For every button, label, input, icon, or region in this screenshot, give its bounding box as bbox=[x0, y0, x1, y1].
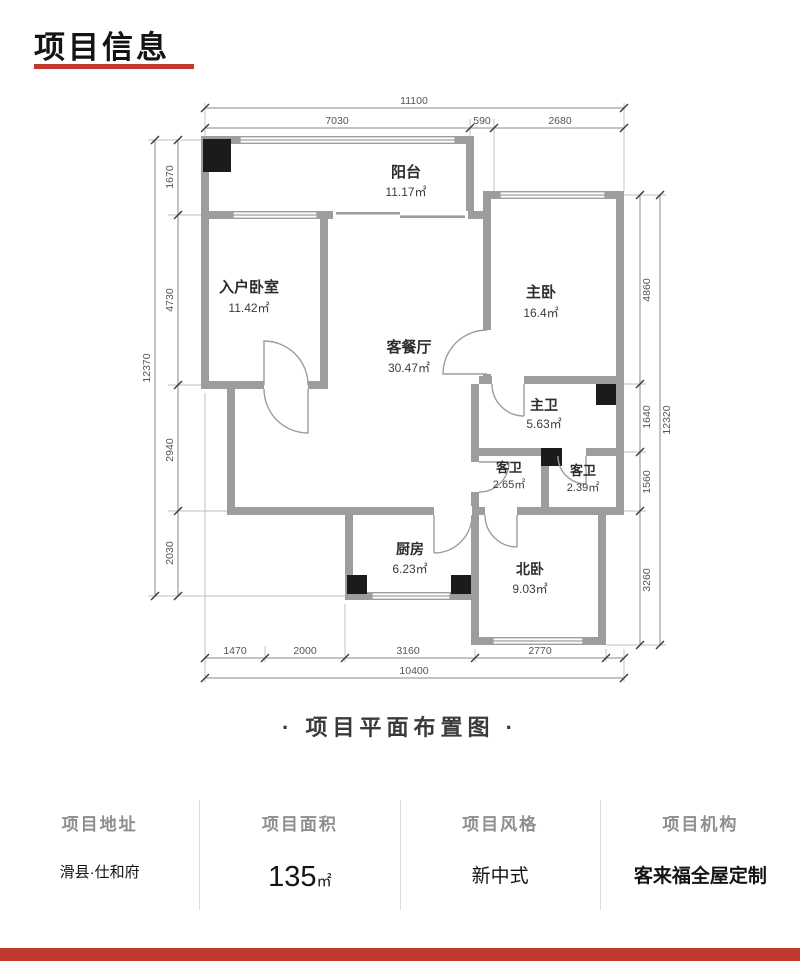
room-living-dining-area: 30.47㎡ bbox=[388, 361, 430, 375]
dim-bottom-1: 1470 bbox=[223, 645, 247, 657]
info-area-label: 项目面积 bbox=[261, 815, 338, 834]
page-title: 项目信息 bbox=[34, 30, 170, 65]
dim-left-4: 2030 bbox=[164, 541, 176, 565]
dim-top-2: 590 bbox=[473, 115, 491, 127]
windows bbox=[232, 136, 606, 645]
info-col-area: 项目面积 135㎡ bbox=[199, 800, 399, 910]
info-col-style: 项目风格 新中式 bbox=[399, 800, 600, 910]
doors bbox=[263, 329, 587, 554]
dim-left-total: 12370 bbox=[141, 353, 153, 382]
floor-plan: 阳台 11.17㎡ 入户卧室 11.42㎡ 主卧 16.4㎡ 客餐厅 30.47… bbox=[141, 95, 673, 683]
room-balcony-name: 阳台 bbox=[391, 163, 421, 181]
room-master-bath-area: 5.63㎡ bbox=[526, 417, 561, 431]
dim-right-4: 3260 bbox=[641, 568, 653, 592]
room-master-bath-name: 主卫 bbox=[530, 397, 558, 413]
info-area-unit: ㎡ bbox=[316, 873, 332, 890]
room-kitchen-area: 6.23㎡ bbox=[392, 562, 427, 576]
dim-left-1: 1670 bbox=[164, 165, 176, 189]
dim-top-3: 2680 bbox=[548, 115, 572, 127]
room-balcony-area: 11.17㎡ bbox=[385, 185, 426, 199]
info-address-label: 项目地址 bbox=[61, 815, 138, 834]
dimension-witness-lines bbox=[148, 103, 666, 682]
dimension-labels: 11100 7030 590 2680 12370 1670 4730 2940… bbox=[141, 95, 673, 677]
room-labels: 阳台 11.17㎡ 入户卧室 11.42㎡ 主卧 16.4㎡ 客餐厅 30.47… bbox=[219, 163, 599, 596]
dim-right-1: 4860 bbox=[641, 278, 653, 302]
title-accent-underline bbox=[34, 64, 194, 69]
info-address-value: 滑县·仕和府 bbox=[59, 864, 140, 881]
project-info-section: 项目地址 滑县·仕和府 项目面积 135㎡ 项目风格 新中式 项目机构 客来福全… bbox=[0, 800, 800, 910]
room-kitchen-name: 厨房 bbox=[396, 541, 424, 557]
dim-top-1: 7030 bbox=[325, 115, 349, 127]
room-north-bedroom-area: 9.03㎡ bbox=[512, 582, 547, 596]
wall-openings bbox=[264, 330, 586, 516]
sliding-door bbox=[333, 211, 468, 219]
dim-top-total: 11100 bbox=[400, 95, 428, 107]
footer-accent-bar bbox=[0, 948, 800, 961]
dim-bottom-4: 2770 bbox=[528, 645, 552, 657]
dim-right-2: 1640 bbox=[641, 405, 653, 429]
dim-right-3: 1560 bbox=[641, 470, 653, 494]
dim-right-total: 12320 bbox=[661, 405, 673, 434]
info-col-agency: 项目机构 客来福全屋定制 bbox=[599, 800, 800, 910]
info-area-number: 135 bbox=[268, 861, 317, 893]
room-guest-bath-2-name: 客卫 bbox=[570, 463, 596, 478]
info-style-label: 项目风格 bbox=[462, 815, 539, 834]
room-guest-bath-2-area: 2.39㎡ bbox=[567, 481, 599, 494]
info-style-value: 新中式 bbox=[471, 866, 529, 887]
structural-columns bbox=[203, 139, 616, 594]
room-entry-bedroom-area: 11.42㎡ bbox=[228, 301, 269, 315]
info-area-value: 135㎡ bbox=[200, 861, 399, 894]
dimension-lines bbox=[154, 107, 661, 679]
room-master-bedroom-area: 16.4㎡ bbox=[523, 306, 558, 320]
info-col-address: 项目地址 滑县·仕和府 bbox=[0, 800, 199, 910]
room-living-dining-name: 客餐厅 bbox=[385, 338, 431, 356]
dim-bottom-total: 10400 bbox=[399, 665, 428, 677]
dim-left-2: 4730 bbox=[164, 288, 176, 312]
room-guest-bath-1-area: 2.65㎡ bbox=[493, 478, 525, 491]
dimension-ticks bbox=[150, 103, 665, 683]
room-north-bedroom-name: 北卧 bbox=[516, 561, 544, 577]
room-guest-bath-1-name: 客卫 bbox=[496, 460, 522, 475]
dim-bottom-3: 3160 bbox=[396, 645, 420, 657]
info-agency-value: 客来福全屋定制 bbox=[633, 866, 767, 887]
info-agency-label: 项目机构 bbox=[662, 815, 739, 834]
room-entry-bedroom-name: 入户卧室 bbox=[219, 278, 279, 296]
dim-bottom-2: 2000 bbox=[293, 645, 317, 657]
room-master-bedroom-name: 主卧 bbox=[526, 283, 556, 301]
dim-left-3: 2940 bbox=[164, 438, 176, 462]
plan-caption: · 项目平面布置图 · bbox=[282, 715, 518, 740]
